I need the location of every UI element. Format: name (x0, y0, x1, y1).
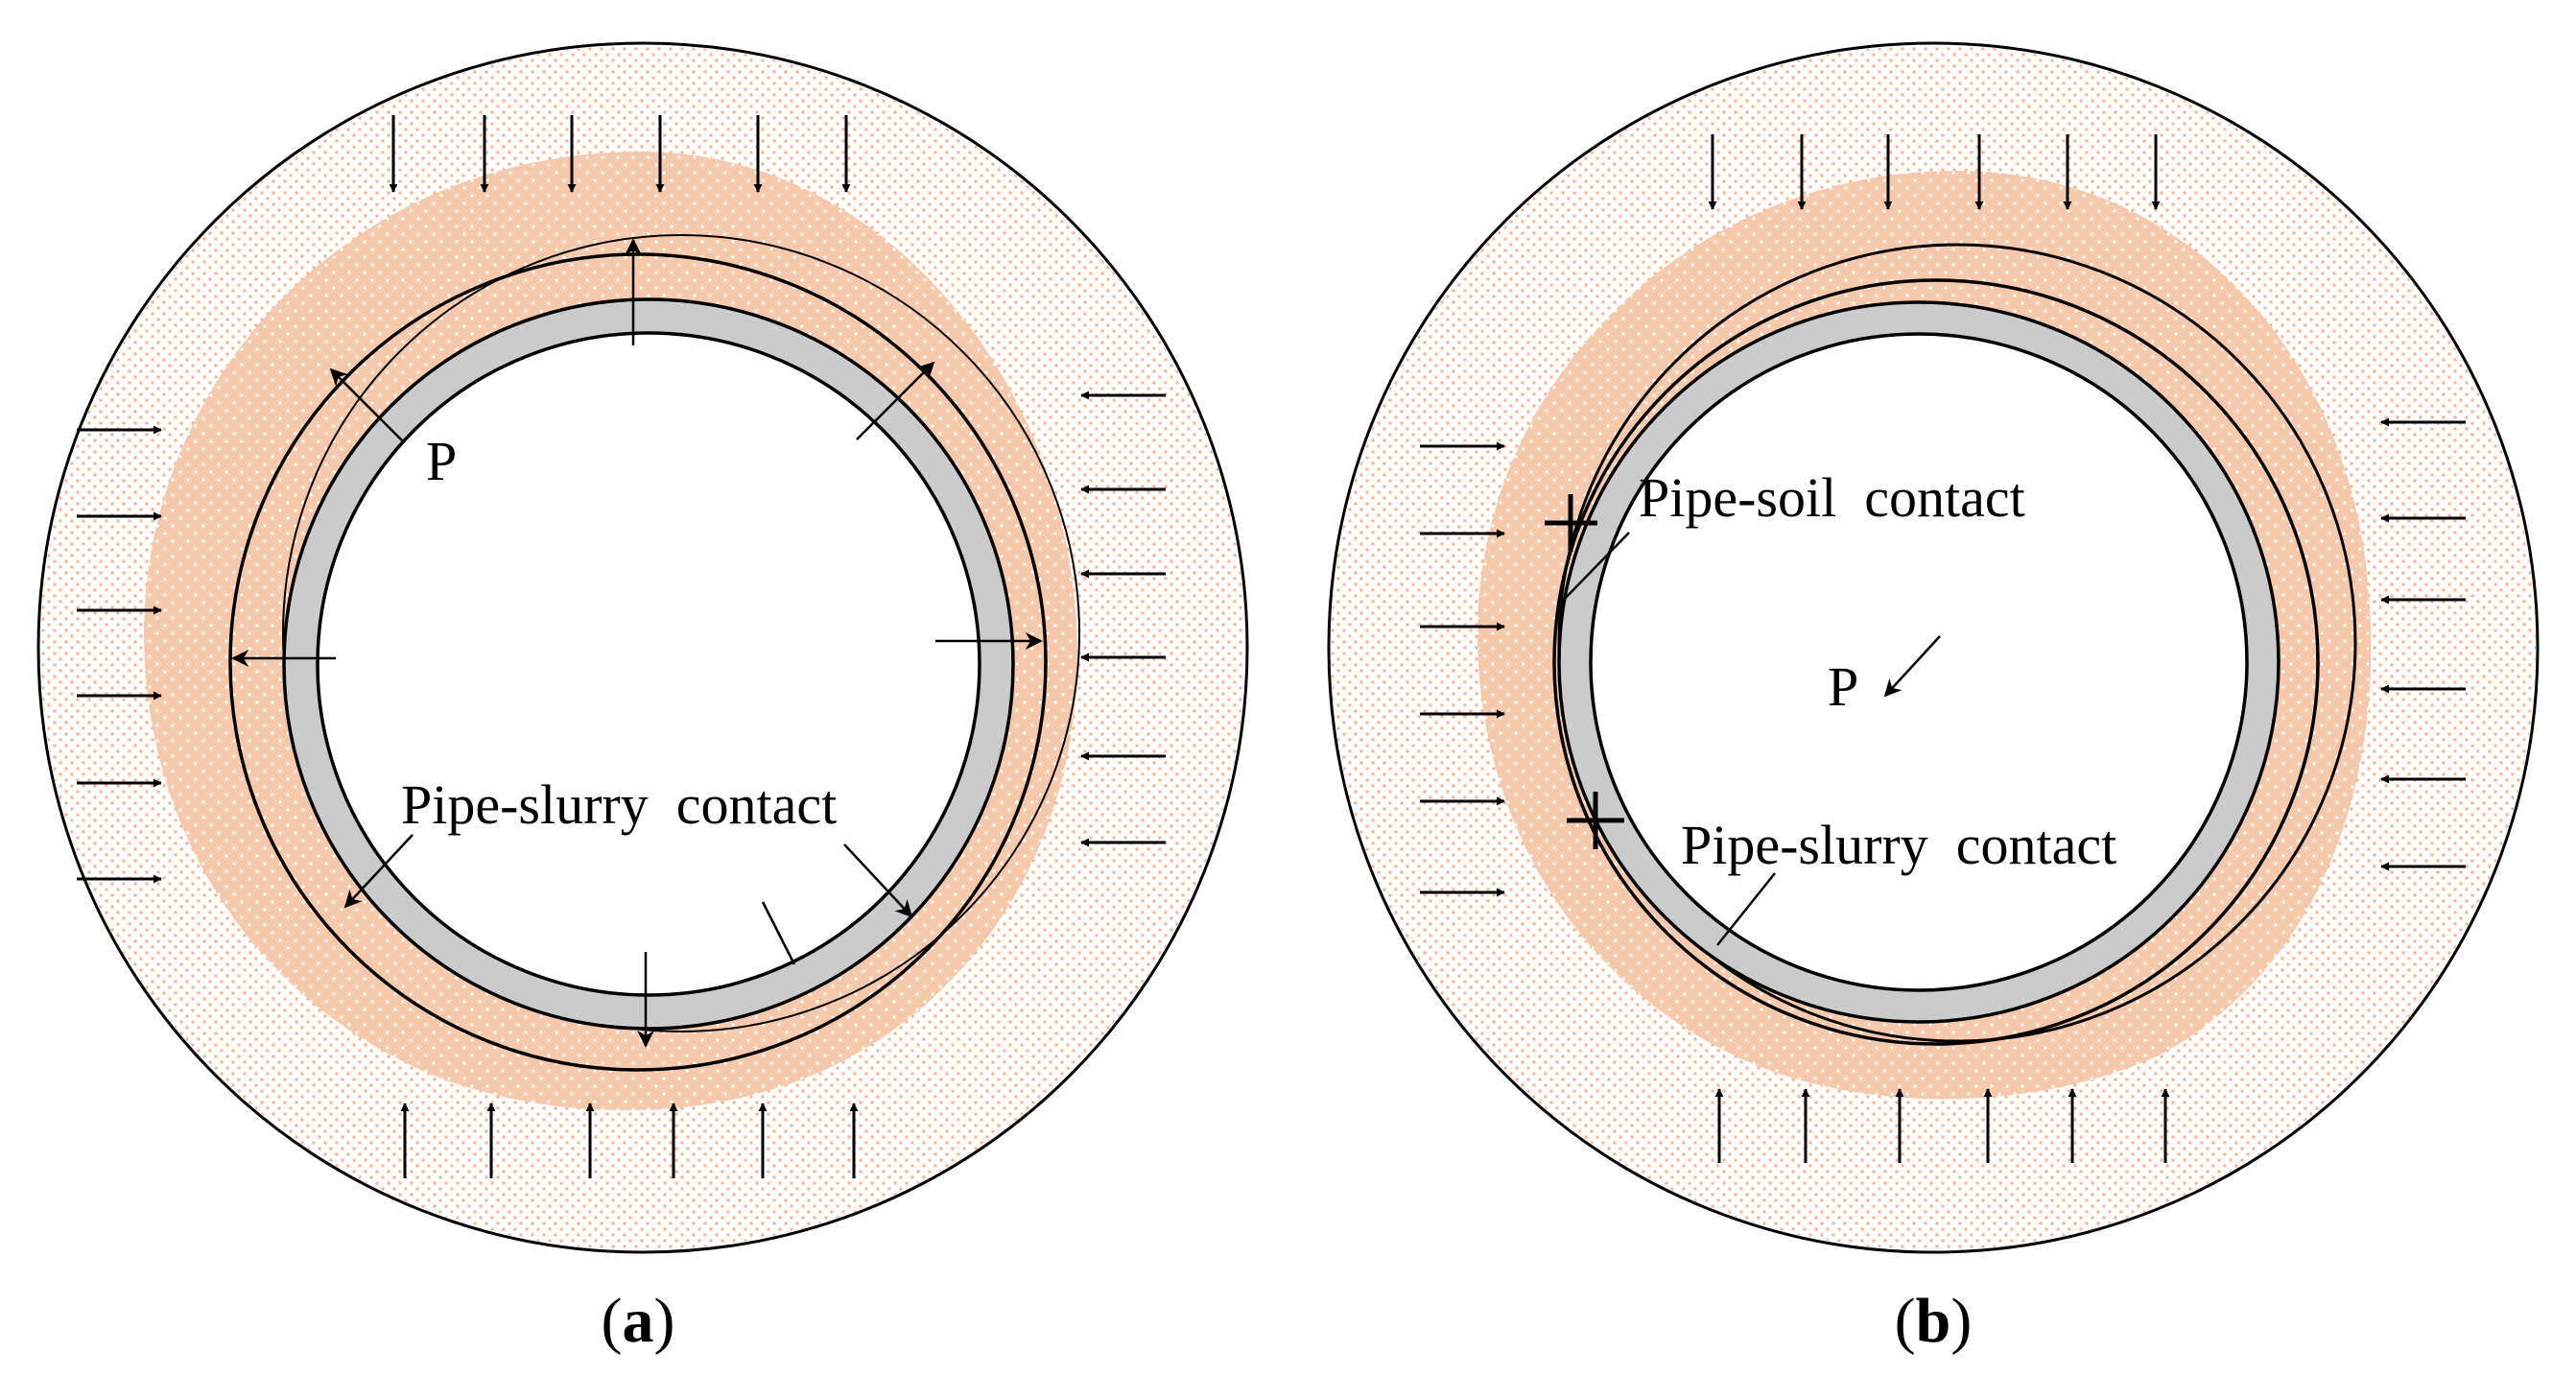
caption-a: (a) (602, 1286, 675, 1356)
radial-arrow-lower-left (343, 834, 414, 909)
soil-pressure-arrows-top (389, 115, 851, 193)
pressure-arrow-inner (1883, 635, 1941, 698)
internal-pressure-arrows (231, 238, 1043, 1048)
soil-pressure-arrows-bottom (400, 1103, 859, 1178)
radial-arrow-lower-right (843, 843, 913, 918)
soil-pressure-arrows-right (1080, 391, 1166, 847)
radial-arrow-upper-left (329, 368, 404, 442)
pipe-soil-contact-label: Pipe-soil contact (1639, 466, 2025, 529)
deformed-pipe-outline (282, 234, 1080, 1032)
pipe-slurry-contact-label-a: Pipe-slurry contact (401, 773, 837, 836)
soil-pressure-arrows-right (2380, 417, 2466, 871)
soil-pressure-arrows-bottom (1714, 1088, 2170, 1163)
soil-pressure-arrows-left (1420, 441, 1505, 897)
pipe-slurry-contact-label-b: Pipe-slurry contact (1681, 814, 2116, 876)
pipe-bore (1589, 332, 2249, 992)
pressure-label-a: P (426, 430, 457, 492)
pressure-label-b: P (1828, 655, 1858, 718)
panel-b: Pipe-soil contact P Pipe-slurry contact … (1327, 41, 2540, 1356)
panel-a: P Pipe-slurry contact (a) (36, 41, 1249, 1356)
contact-point-markers (1545, 494, 1624, 849)
soil-pressure-arrows-left (77, 425, 162, 884)
borehole-wall (1552, 278, 2320, 1046)
contact-leader-line (761, 901, 796, 965)
radial-arrow-upper-right (856, 361, 935, 440)
pipe-bore (316, 331, 981, 997)
slurry-contact-leader-line (1716, 872, 1776, 946)
caption-b: (b) (1895, 1286, 1973, 1356)
soil-contact-leader-line (1558, 532, 1630, 605)
soil-pressure-arrows-top (1708, 134, 2161, 210)
